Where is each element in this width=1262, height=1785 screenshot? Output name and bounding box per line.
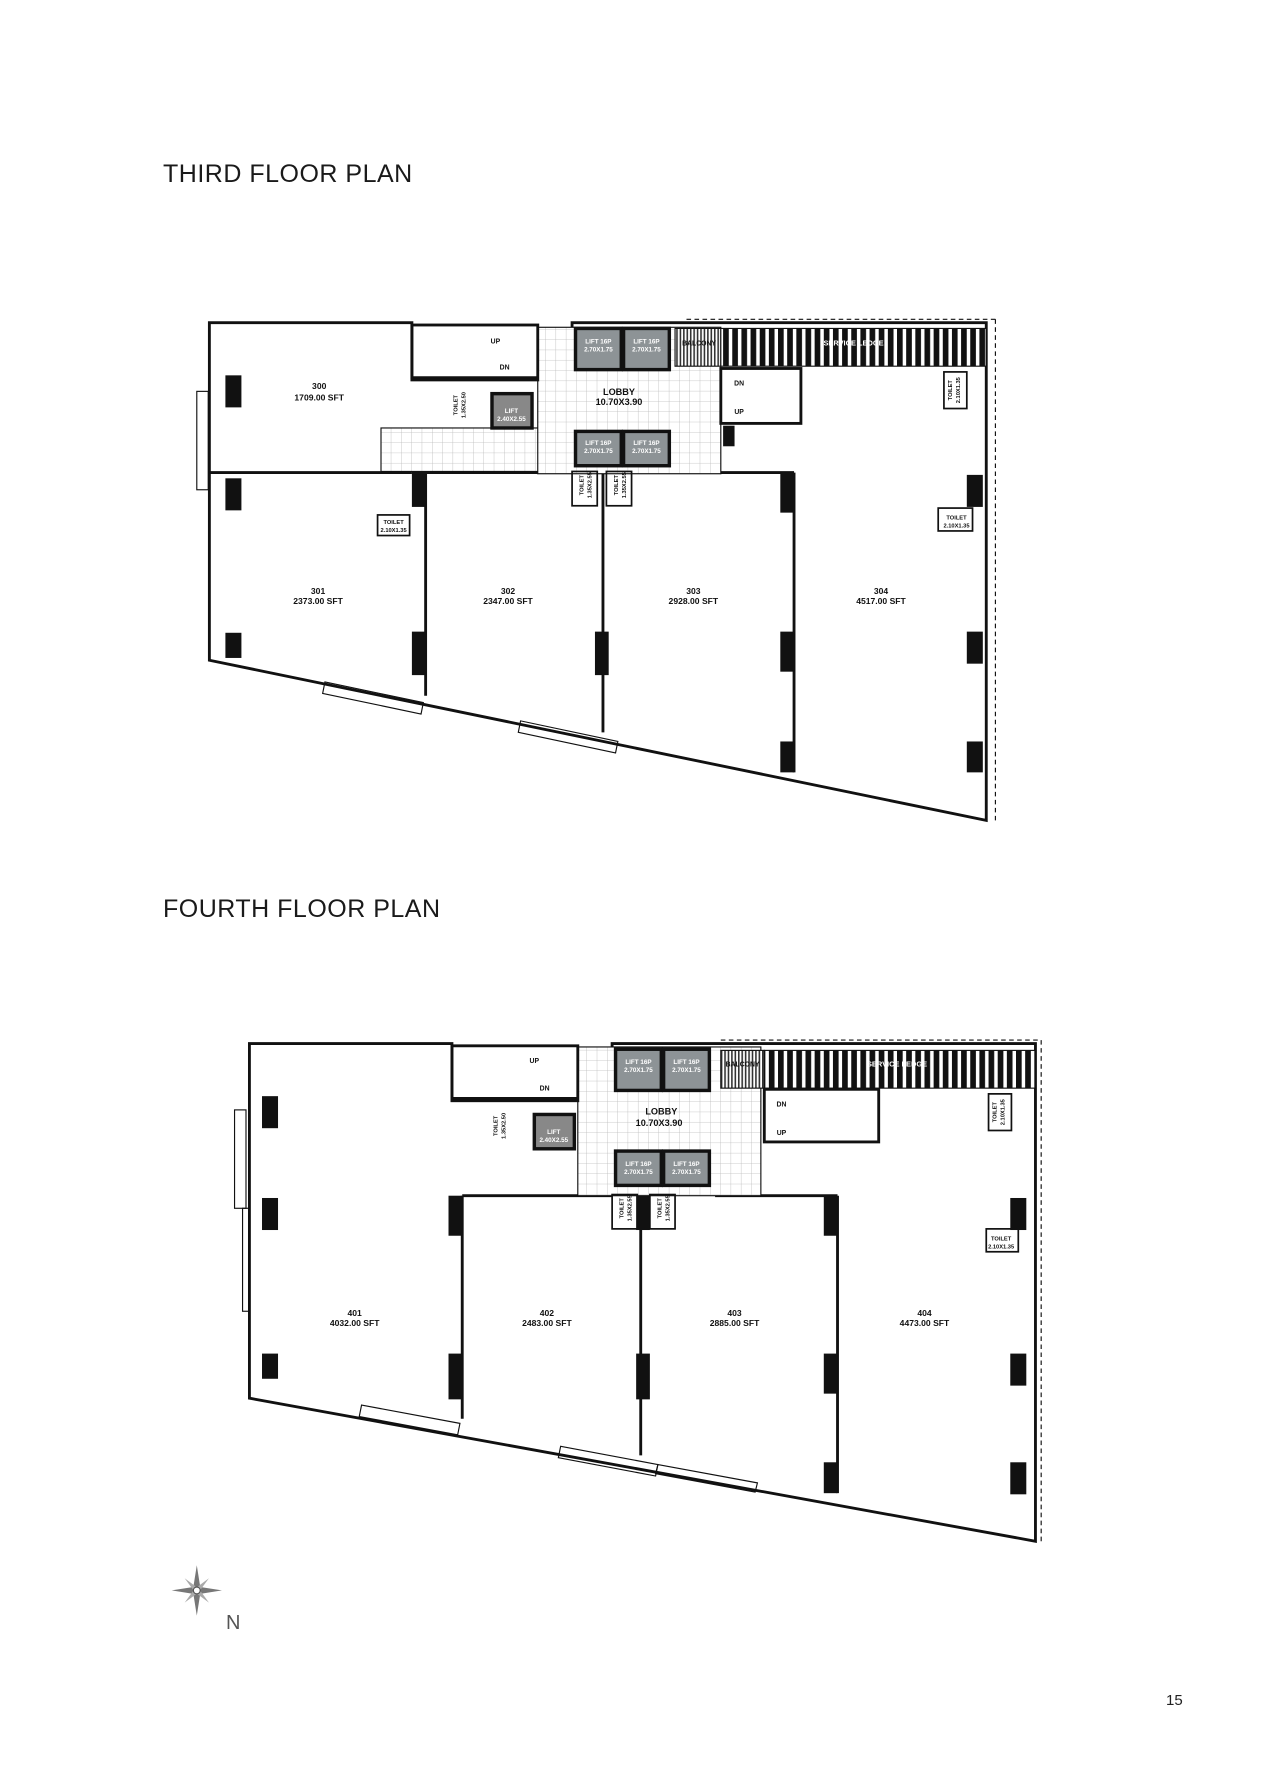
stair-dn-label: DN	[776, 1101, 786, 1108]
lobby-size: 10.70X3.90	[596, 397, 643, 407]
toilet-label: TOILET	[993, 1102, 999, 1123]
unit-403-number: 403	[727, 1308, 742, 1318]
balcony-label: BALCONY	[682, 341, 716, 348]
balcony-label: BALCONY	[726, 1061, 760, 1068]
toilet-size: 2.10X1.35	[988, 1244, 1015, 1250]
lift-label: LIFT	[505, 408, 518, 415]
lift-label: LIFT 16P	[585, 440, 611, 447]
toilet-label: TOILET	[454, 394, 460, 415]
toilet-size: 2.10X1.35	[381, 528, 408, 534]
toilet-size: 1.35X2.50	[502, 1113, 508, 1139]
toilet-label: TOILET	[991, 1236, 1012, 1242]
unit-303-number: 303	[686, 586, 701, 596]
lift-size: 2.40X2.55	[539, 1137, 568, 1144]
fourth-floor-plan	[233, 1039, 1042, 1545]
unit-404-area: 4473.00 SFT	[900, 1318, 950, 1328]
unit-402-area: 2483.00 SFT	[522, 1318, 572, 1328]
third-floor-plan	[196, 318, 996, 824]
lift-size: 2.70X1.75	[584, 448, 613, 455]
toilet-size: 1.35X2.50	[462, 392, 468, 418]
unit-300-area: 1709.00 SFT	[294, 393, 344, 403]
toilet-size: 2.10X1.35	[956, 376, 962, 403]
toilet-size: 2.10X1.35	[1001, 1098, 1007, 1125]
stair-dn-label: DN	[500, 365, 510, 372]
fourth-floor-title: FOURTH FLOOR PLAN	[163, 895, 441, 923]
unit-403-area: 2885.00 SFT	[710, 1318, 760, 1328]
unit-301-area: 2373.00 SFT	[293, 596, 343, 606]
page-number: 15	[1166, 1692, 1183, 1709]
service-ledge-label: SERVICE LEDGE	[867, 1059, 927, 1068]
toilet-size: 1.35X2.55	[628, 1194, 634, 1221]
lift-size: 2.70X1.75	[632, 346, 661, 353]
third-floor-labels: 300 1709.00 SFT 301 2373.00 SFT 302 2347…	[293, 338, 970, 606]
unit-401-number: 401	[348, 1308, 363, 1318]
lift-label: LIFT 16P	[633, 440, 659, 447]
lobby-label: LOBBY	[603, 387, 635, 397]
lift-label: LIFT 16P	[673, 1161, 699, 1168]
toilet-size: 1.35X2.55	[665, 1194, 671, 1221]
toilet-size: 1.35X2.55	[622, 471, 628, 498]
toilet-label: TOILET	[494, 1115, 500, 1136]
unit-401-area: 4032.00 SFT	[330, 1318, 380, 1328]
lift-label: LIFT 16P	[673, 1059, 699, 1066]
toilet-size: 1.35X2.55	[588, 471, 594, 498]
toilet-label: TOILET	[657, 1198, 663, 1219]
lift-size: 2.70X1.75	[672, 1067, 701, 1074]
lift-label: LIFT	[547, 1129, 560, 1136]
stair-up-label: UP	[734, 409, 744, 416]
lift-size: 2.70X1.75	[584, 346, 613, 353]
lift-label: LIFT 16P	[625, 1161, 651, 1168]
toilet-label: TOILET	[614, 475, 620, 496]
toilet-label: TOILET	[946, 516, 967, 522]
toilet-label: TOILET	[948, 380, 954, 401]
toilet-size: 2.10X1.35	[943, 524, 970, 530]
unit-300-number: 300	[312, 381, 327, 391]
unit-303-area: 2928.00 SFT	[669, 596, 719, 606]
unit-302-number: 302	[501, 586, 516, 596]
lift-label: LIFT 16P	[585, 338, 611, 345]
lobby-size: 10.70X3.90	[636, 1118, 683, 1128]
compass-north-label: N	[226, 1612, 241, 1634]
compass-rose-icon	[171, 1565, 222, 1616]
lift-size: 2.70X1.75	[672, 1169, 701, 1176]
toilet-label: TOILET	[580, 475, 586, 496]
unit-301-number: 301	[311, 586, 326, 596]
stair-up-label: UP	[491, 338, 501, 345]
lift-size: 2.70X1.75	[624, 1169, 653, 1176]
lift-label: LIFT 16P	[625, 1059, 651, 1066]
unit-304-area: 4517.00 SFT	[856, 596, 906, 606]
stair-dn-label: DN	[540, 1085, 550, 1092]
unit-302-area: 2347.00 SFT	[483, 596, 533, 606]
lift-label: LIFT 16P	[633, 338, 659, 345]
lift-size: 2.40X2.55	[497, 416, 526, 423]
stair-up-label: UP	[777, 1130, 787, 1137]
toilet-label: TOILET	[620, 1198, 626, 1219]
unit-304-number: 304	[874, 586, 889, 596]
lobby-label: LOBBY	[645, 1106, 677, 1116]
service-ledge-label: SERVICE LEDGE	[823, 339, 883, 348]
unit-402-number: 402	[540, 1308, 555, 1318]
third-floor-title: THIRD FLOOR PLAN	[163, 160, 413, 188]
unit-404-number: 404	[917, 1308, 932, 1318]
stair-up-label: UP	[530, 1058, 540, 1065]
lift-size: 2.70X1.75	[624, 1067, 653, 1074]
lift-size: 2.70X1.75	[632, 448, 661, 455]
toilet-label: TOILET	[383, 520, 404, 526]
stair-dn-label: DN	[734, 381, 744, 388]
fourth-floor-labels: 401 4032.00 SFT 402 2483.00 SFT 403 2885…	[330, 1058, 1015, 1328]
